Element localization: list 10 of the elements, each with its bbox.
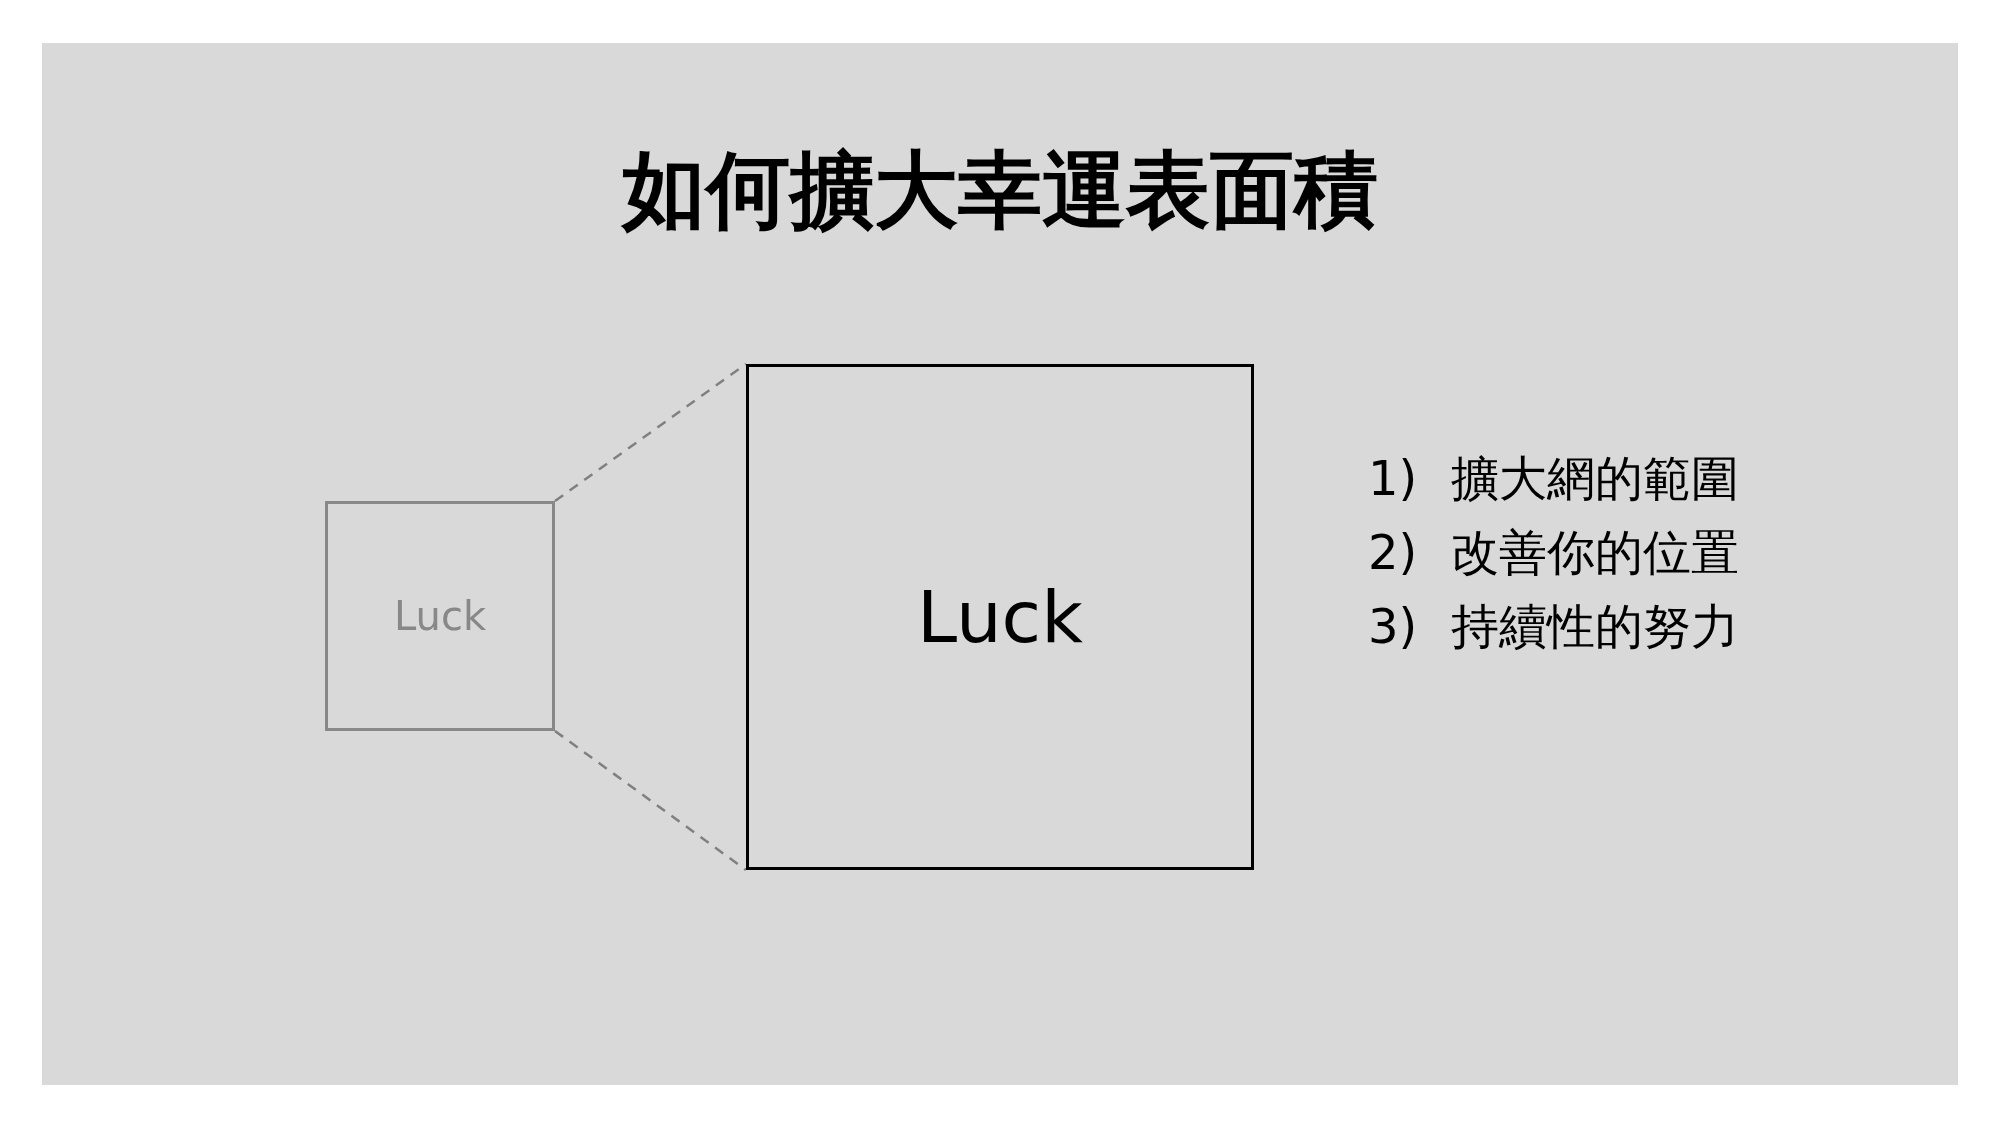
list-item: 2) 改善你的位置	[1368, 524, 1739, 582]
small-box	[325, 501, 555, 731]
dashed-line	[554, 730, 747, 871]
list-item: 3) 持續性的努力	[1368, 598, 1739, 656]
list-item: 1) 擴大網的範圍	[1368, 450, 1739, 508]
title: 如何擴大幸運表面積	[622, 141, 1378, 239]
large-box	[746, 364, 1254, 870]
box-label: Luck	[917, 575, 1083, 659]
dashed-line	[554, 363, 747, 502]
box-label: Luck	[393, 593, 487, 639]
